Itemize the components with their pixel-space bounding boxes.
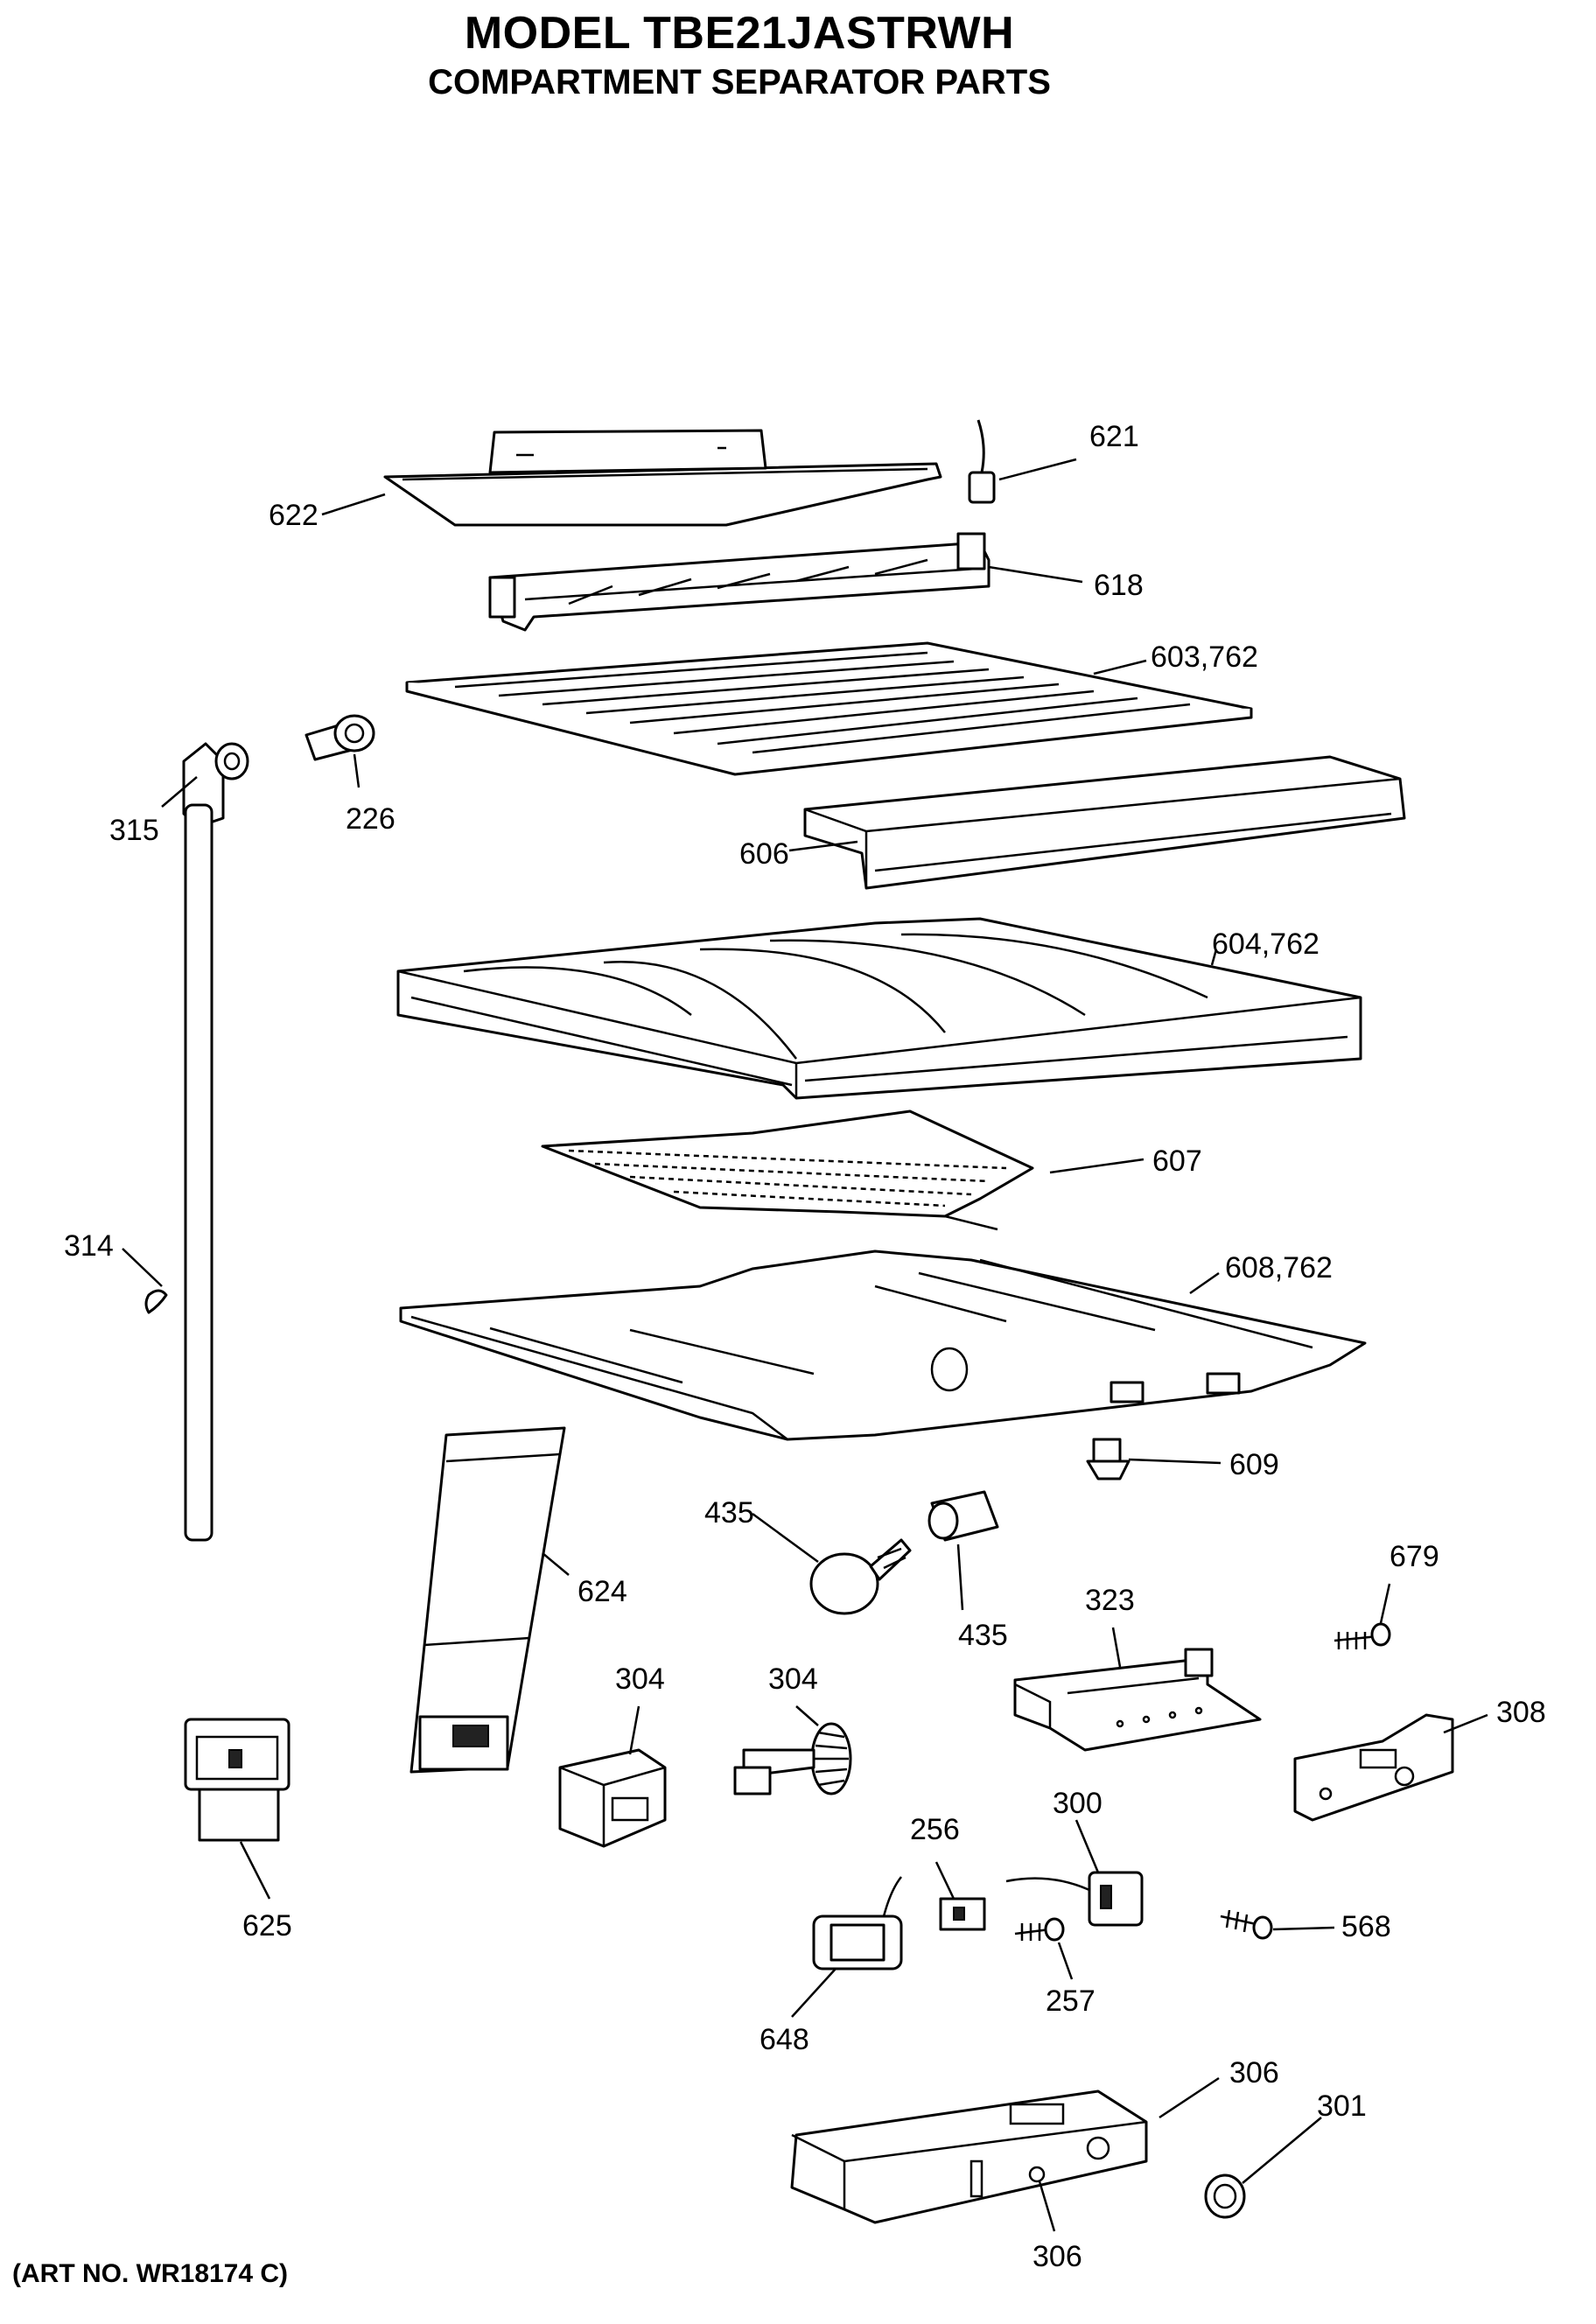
part-624-duct-panel [410, 1426, 566, 1774]
callout-618: 618 [1094, 569, 1144, 602]
callout-609: 609 [1229, 1448, 1279, 1481]
art-number: (ART NO. WR18174 C) [12, 2259, 289, 2288]
part-609-plug [1086, 1438, 1130, 1480]
callout-226: 226 [346, 802, 396, 836]
part-304-control-knob [733, 1722, 852, 1796]
part-323-bracket [1013, 1648, 1262, 1752]
part-300-switch [1005, 1871, 1144, 1927]
part-568-screw [1220, 1909, 1273, 1940]
part-618-bracket [488, 532, 990, 632]
callout-625: 625 [242, 1909, 292, 1942]
part-606-channel [803, 755, 1406, 890]
diagram-title: MODEL TBE21JASTRWH [464, 8, 1015, 59]
callout-435-bulb: 435 [704, 1496, 754, 1530]
callout-622: 622 [269, 499, 318, 532]
callout-301: 301 [1317, 2090, 1367, 2123]
part-622-cover [383, 429, 942, 527]
callout-621: 621 [1089, 420, 1139, 453]
callout-606: 606 [739, 837, 789, 871]
part-625-damper [184, 1718, 290, 1842]
callout-568: 568 [1341, 1910, 1391, 1943]
part-608-bottom-pan [399, 1250, 1367, 1441]
callout-256: 256 [910, 1813, 960, 1846]
callout-314: 314 [64, 1229, 114, 1263]
part-301-knob [1204, 2174, 1246, 2219]
callout-679: 679 [1390, 1540, 1439, 1573]
callout-648: 648 [760, 2023, 809, 2056]
callout-607: 607 [1152, 1144, 1202, 1178]
part-603-grid-shelf [405, 641, 1253, 776]
callout-306-top: 306 [1229, 2056, 1279, 2090]
leader-lines [122, 458, 1488, 2232]
callout-306-bottom: 306 [1032, 2240, 1082, 2273]
part-435-bulb [809, 1538, 912, 1615]
callout-624: 624 [578, 1575, 627, 1608]
part-257-screw [1014, 1917, 1065, 1942]
part-304-control-housing [558, 1748, 667, 1848]
callout-435-socket: 435 [958, 1619, 1008, 1652]
part-679-screw [1334, 1622, 1391, 1649]
part-256-switch [939, 1897, 986, 1931]
part-648-damper-motor [812, 1876, 903, 1970]
callout-315: 315 [109, 814, 159, 847]
callout-304-housing: 304 [615, 1662, 665, 1696]
part-315-hinge [182, 742, 249, 829]
part-226-bushing [304, 714, 375, 761]
callout-604-762: 604,762 [1212, 928, 1320, 961]
part-435-socket [928, 1490, 999, 1542]
part-621-drain-tube [968, 419, 996, 504]
diagram-subtitle: COMPARTMENT SEPARATOR PARTS [428, 63, 1051, 102]
part-306-control-housing [790, 2090, 1148, 2224]
callout-323: 323 [1085, 1584, 1135, 1617]
callout-603-762: 603,762 [1151, 640, 1258, 674]
callout-304-knob: 304 [768, 1662, 818, 1696]
callout-308: 308 [1496, 1696, 1546, 1729]
callout-608-762: 608,762 [1225, 1251, 1333, 1284]
callout-300: 300 [1053, 1787, 1102, 1820]
callout-257: 257 [1046, 1984, 1096, 2018]
part-607-heater-mesh [541, 1110, 1034, 1231]
part-604-pan [396, 917, 1362, 1100]
part-308-mounting-plate [1293, 1713, 1454, 1822]
part-314-rod [144, 803, 214, 1542]
